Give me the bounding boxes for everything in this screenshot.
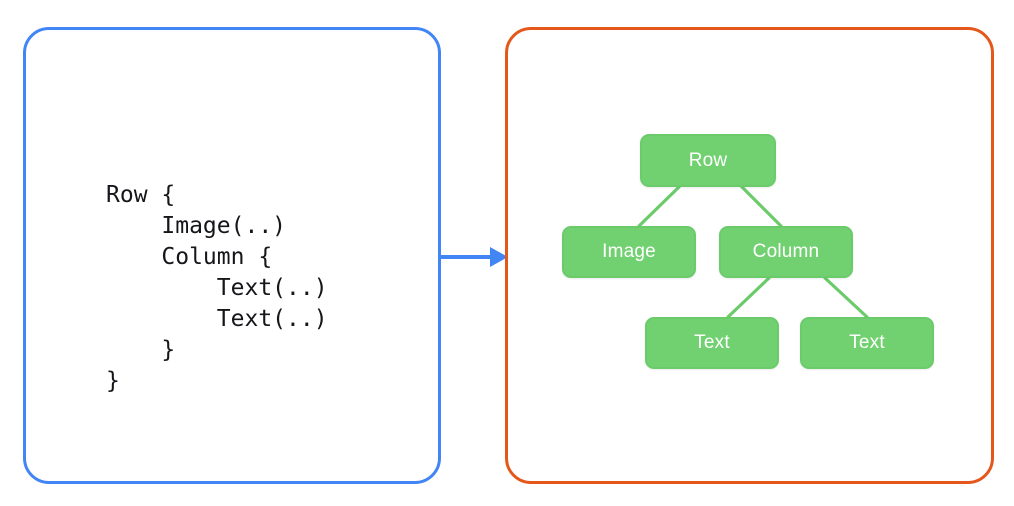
- tree-node-text-1[interactable]: Text: [645, 317, 779, 369]
- tree-node-row-label: Row: [688, 149, 728, 171]
- transform-arrow: [440, 247, 508, 267]
- edge-column-text1: [726, 276, 771, 319]
- tree-node-row[interactable]: Row: [640, 134, 776, 187]
- edge-row-image: [637, 185, 681, 228]
- code-panel: Row { Image(..) Column { Text(..) Text(.…: [23, 27, 441, 484]
- code-snippet: Row { Image(..) Column { Text(..) Text(.…: [106, 182, 328, 394]
- tree-node-column-label: Column: [752, 241, 820, 262]
- tree-node-image-label: Image: [602, 241, 656, 262]
- edge-row-column: [740, 185, 783, 228]
- tree-node-column[interactable]: Column: [719, 226, 853, 278]
- arrow-head-icon: [490, 247, 508, 267]
- tree-node-text-1-label: Text: [694, 332, 730, 353]
- tree-node-text-2[interactable]: Text: [800, 317, 934, 369]
- tree-node-image[interactable]: Image: [562, 226, 696, 278]
- tree-edges: [637, 185, 869, 319]
- tree-node-text-2-label: Text: [849, 332, 885, 353]
- edge-column-text2: [823, 276, 869, 319]
